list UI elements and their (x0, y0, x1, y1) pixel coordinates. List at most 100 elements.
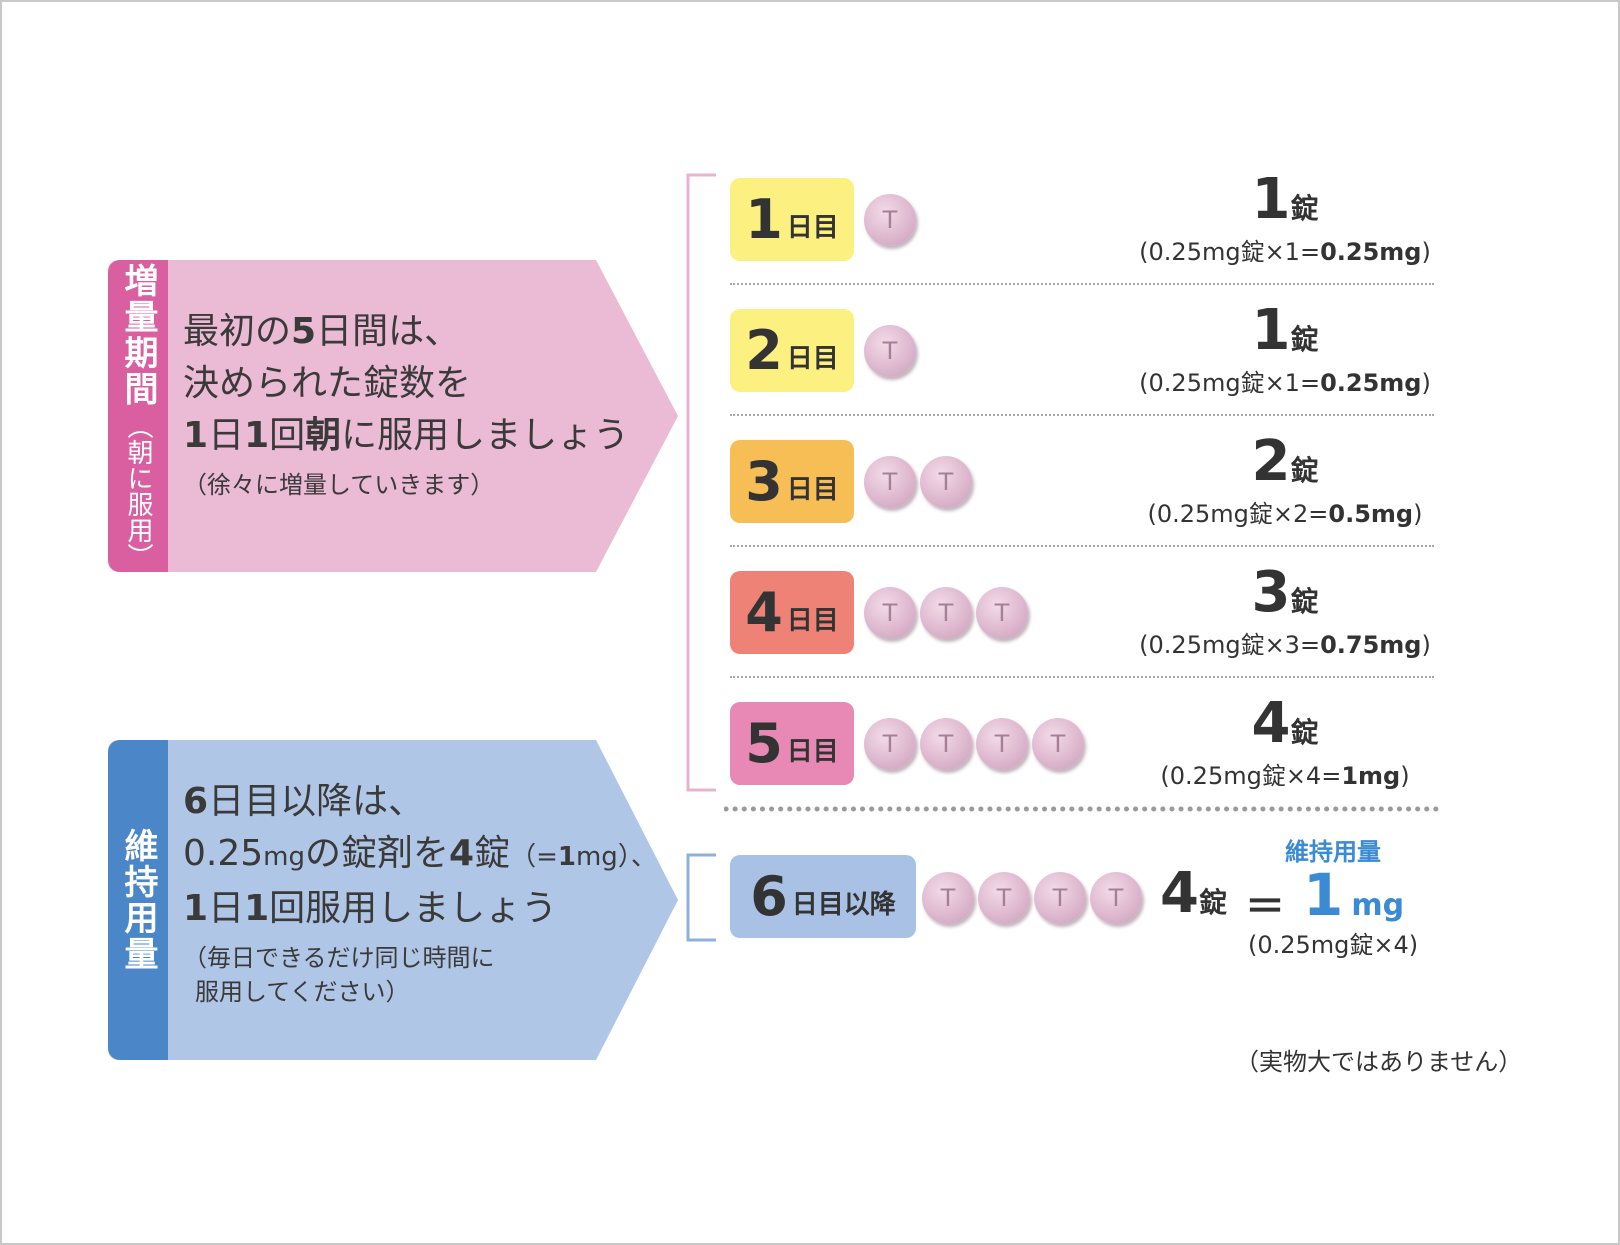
tablet-icon: T (864, 587, 916, 639)
day6-count-unit: 錠 (1198, 886, 1227, 919)
day6-number: 6 (750, 864, 788, 928)
maintenance-bracket (686, 853, 716, 942)
maintenance-note-1: （毎日できるだけ同じ時間に (183, 944, 495, 972)
maintenance-panel: 維持用量 6日目以降は、 0.25mgの錠剤を4錠（=1mg）、 1日1回服用し… (108, 740, 688, 1060)
dose-calc: (0.25mg錠×1=0.25mg) (1120, 232, 1450, 267)
dose-count-unit: 錠 (1290, 716, 1319, 749)
tablet-icon: T (920, 718, 972, 770)
dose-calc-total: 0.25mg (1320, 238, 1422, 266)
tablet-icon: T (978, 872, 1030, 924)
titration-panel: 増量期間 （朝に服用） 最初の5日間は、 決められた錠数を 1日1回朝に服用しま… (108, 260, 688, 572)
tablet-icon: T (864, 325, 916, 377)
dose-calc-text: (0.25mg錠×1= (1139, 238, 1321, 266)
dose-count-unit: 錠 (1290, 192, 1319, 225)
tablet-icon: T (920, 587, 972, 639)
dose-calc-total: 0.25mg (1320, 369, 1422, 397)
day-unit: 日目 (786, 344, 839, 374)
day6-dose-unit: mg (1351, 888, 1405, 923)
row-separator (730, 283, 1434, 285)
dose-count-unit: 錠 (1290, 323, 1319, 356)
tablet-icon: T (1034, 872, 1086, 924)
maintenance-divider (724, 806, 1443, 812)
tablet-icon: T (920, 456, 972, 508)
day-dose: 1錠(0.25mg錠×1=0.25mg) (1120, 172, 1450, 267)
dose-count-unit: 錠 (1290, 585, 1319, 618)
titration-line-3: 1日1回朝に服用しましょう (183, 415, 630, 456)
titration-bracket (686, 173, 716, 792)
day6-label: 維持用量 (1285, 838, 1381, 866)
dose-calc-text: (0.25mg錠×1= (1139, 369, 1321, 397)
dose-calc-end: ) (1400, 762, 1410, 790)
day6-equals: ＝ (1245, 884, 1285, 930)
day-dose: 1錠(0.25mg錠×1=0.25mg) (1120, 303, 1450, 398)
day-unit: 日目 (786, 475, 839, 505)
dose-calc-end: ) (1421, 238, 1431, 266)
dose-count: 4 (1251, 691, 1291, 756)
day-number: 5 (745, 711, 783, 775)
day-tablets: T (864, 194, 916, 254)
dose-calc-text: (0.25mg錠×4= (1160, 762, 1342, 790)
dose-count: 1 (1251, 298, 1291, 363)
day-number: 2 (745, 318, 783, 382)
footnote: （実物大ではありません） (1235, 1048, 1523, 1076)
day-number: 3 (745, 449, 783, 513)
tablet-icon: T (864, 456, 916, 508)
day-dose: 3錠(0.25mg錠×3=0.75mg) (1120, 565, 1450, 660)
maintenance-note-2: 服用してください） (195, 978, 410, 1006)
maintenance-line-1: 6日目以降は、 (183, 781, 425, 822)
tablet-icon: T (1090, 872, 1142, 924)
row-separator (730, 545, 1434, 547)
dose-calc-end: ) (1421, 631, 1431, 659)
dose-calc: (0.25mg錠×3=0.75mg) (1120, 625, 1450, 660)
dose-count: 2 (1251, 429, 1291, 494)
dose-calc-total: 0.75mg (1320, 631, 1422, 659)
day-tablets: T (864, 325, 916, 385)
tablet-icon: T (976, 587, 1028, 639)
titration-line-1: 最初の5日間は、 (183, 311, 461, 352)
tablet-icon: T (976, 718, 1028, 770)
day-unit: 日目 (786, 213, 839, 243)
maintenance-arrow-shape (108, 740, 678, 1060)
dose-calc-end: ) (1413, 500, 1423, 528)
maintenance-tag: 維持用量 (108, 740, 168, 1060)
dose-calc: (0.25mg錠×4=1mg) (1120, 756, 1450, 791)
day-number: 4 (745, 580, 783, 644)
row-separator (730, 414, 1434, 416)
day-unit: 日目 (786, 737, 839, 767)
day6-count-number: 4 (1160, 861, 1199, 926)
day6-badge: 6 日目以降 (730, 855, 916, 938)
titration-arrow-shape (108, 260, 678, 572)
dose-calc-text: (0.25mg錠×2= (1147, 500, 1329, 528)
tablet-icon: T (864, 718, 916, 770)
dose-calc-total: 0.5mg (1328, 500, 1414, 528)
maintenance-tag-label: 維持用量 (118, 828, 158, 972)
dose-calc-text: (0.25mg錠×3= (1139, 631, 1321, 659)
dose-calc: (0.25mg錠×2=0.5mg) (1120, 494, 1450, 529)
day-dose: 4錠(0.25mg錠×4=1mg) (1120, 696, 1450, 791)
titration-note: （徐々に増量していきます） (183, 471, 495, 499)
maintenance-line-2: 0.25mgの錠剤を4錠（=1mg）、 (183, 833, 657, 874)
dose-calc: (0.25mg錠×1=0.25mg) (1120, 363, 1450, 398)
day6-dose-number: 1 (1303, 861, 1344, 929)
dose-count-unit: 錠 (1290, 454, 1319, 487)
titration-line-2: 決められた錠数を (183, 363, 472, 404)
day-unit: 日目 (786, 606, 839, 636)
dose-calc-end: ) (1421, 369, 1431, 397)
tablet-icon: T (864, 194, 916, 246)
day6-calc: (0.25mg錠×4) (1248, 931, 1419, 959)
row-separator (730, 676, 1434, 678)
maintenance-text: 6日目以降は、 0.25mgの錠剤を4錠（=1mg）、 1日1回服用しましょう … (183, 776, 657, 1009)
maintenance-line-3: 1日1回服用しましょう (183, 888, 558, 929)
day-dose: 2錠(0.25mg錠×2=0.5mg) (1120, 434, 1450, 529)
tablet-icon: T (922, 872, 974, 924)
dose-count: 1 (1251, 167, 1291, 232)
